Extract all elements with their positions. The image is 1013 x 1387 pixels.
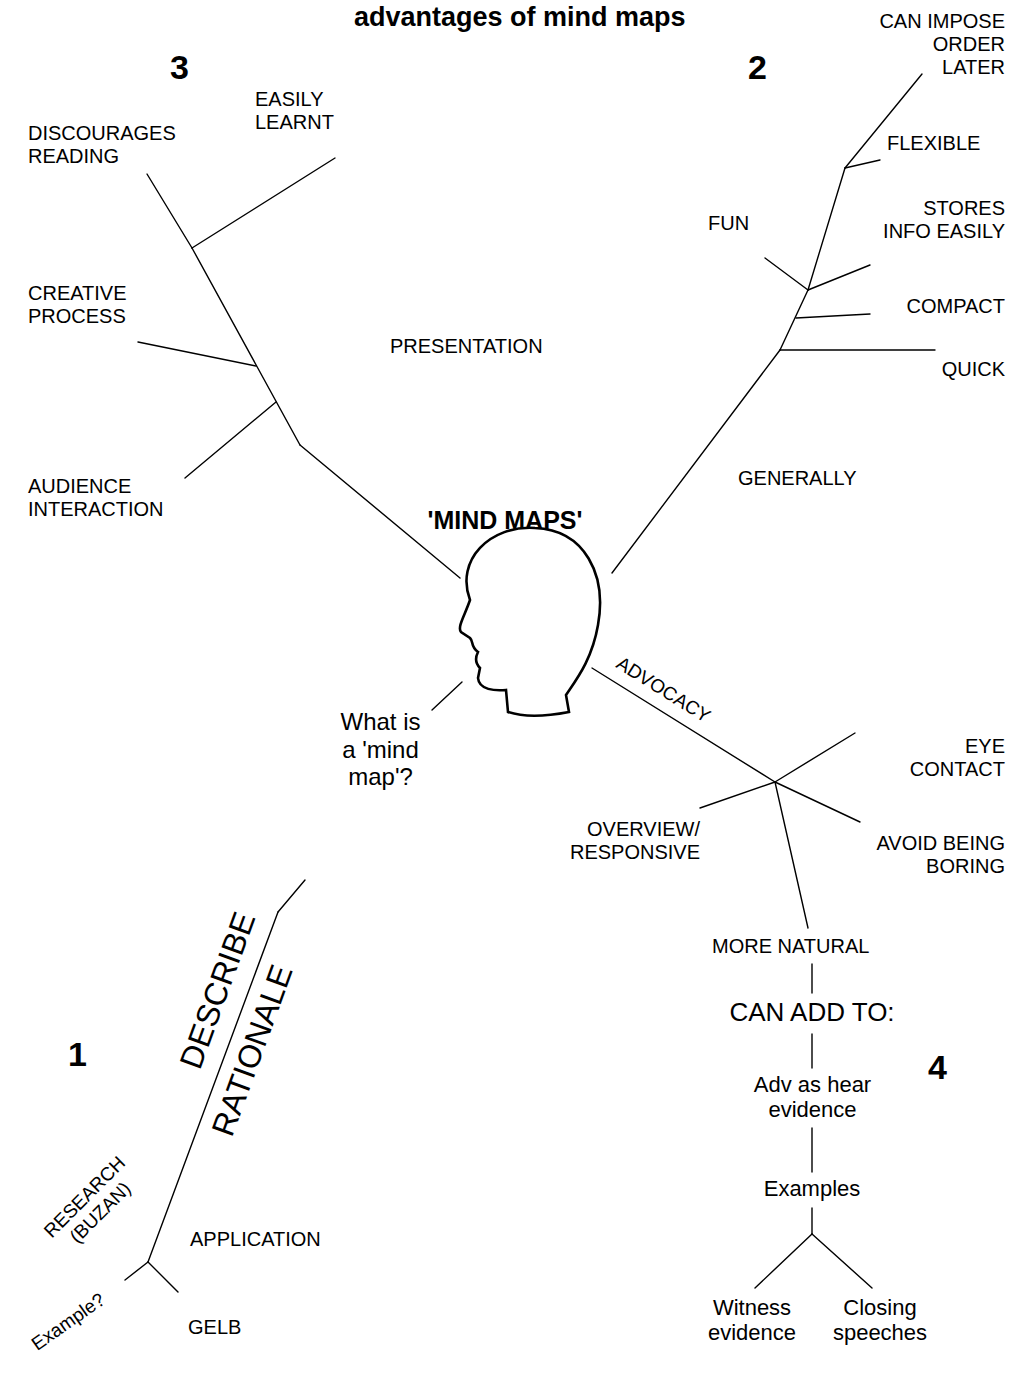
branch-label: Examples bbox=[742, 1176, 882, 1201]
branch-label: GELB bbox=[188, 1316, 241, 1339]
branch-presentation bbox=[138, 158, 460, 578]
branch-label: QUICK bbox=[915, 358, 1005, 381]
callout-number: 1 bbox=[68, 1035, 87, 1074]
branch-label: RESEARCH (BUZAN) bbox=[36, 1149, 148, 1261]
branch-label: APPLICATION bbox=[190, 1228, 321, 1251]
branch-label: AVOID BEING BORING bbox=[835, 832, 1005, 878]
branch-describe bbox=[125, 682, 462, 1292]
branch-label: Adv as hear evidence bbox=[745, 1072, 880, 1123]
diagram-title: advantages of mind maps bbox=[354, 2, 686, 33]
branch-label: FUN bbox=[708, 212, 749, 235]
callout-number: 2 bbox=[748, 48, 767, 87]
central-topic: 'MIND MAPS' bbox=[395, 506, 615, 535]
branch-label: EYE CONTACT bbox=[905, 735, 1005, 781]
branch-label: CAN IMPOSE ORDER LATER bbox=[870, 10, 1005, 79]
branch-label: EASILY LEARNT bbox=[255, 88, 355, 134]
branch-label: CREATIVE PROCESS bbox=[28, 282, 158, 328]
branch-label: Example? bbox=[27, 1289, 109, 1355]
branch-label: Closing speeches bbox=[825, 1295, 935, 1346]
callout-number: 3 bbox=[170, 48, 189, 87]
branch-label: MORE NATURAL bbox=[712, 935, 869, 958]
callout-number: 4 bbox=[928, 1048, 947, 1087]
branch-heading: GENERALLY bbox=[738, 467, 857, 490]
head-profile bbox=[460, 528, 600, 716]
branch-label: AUDIENCE INTERACTION bbox=[28, 475, 208, 521]
branch-label: COMPACT bbox=[885, 295, 1005, 318]
branch-label: OVERVIEW/ RESPONSIVE bbox=[558, 818, 700, 864]
branch-heading: PRESENTATION bbox=[390, 335, 543, 358]
branch-label: STORES INFO EASILY bbox=[873, 197, 1005, 243]
branch-label: CAN ADD TO: bbox=[712, 998, 912, 1028]
branch-label: FLEXIBLE bbox=[887, 132, 980, 155]
branch-label: Witness evidence bbox=[702, 1295, 802, 1346]
branch-heading: What is a 'mind map'? bbox=[333, 708, 428, 791]
branch-generally bbox=[612, 74, 935, 573]
branch-label: DISCOURAGES READING bbox=[28, 122, 193, 168]
